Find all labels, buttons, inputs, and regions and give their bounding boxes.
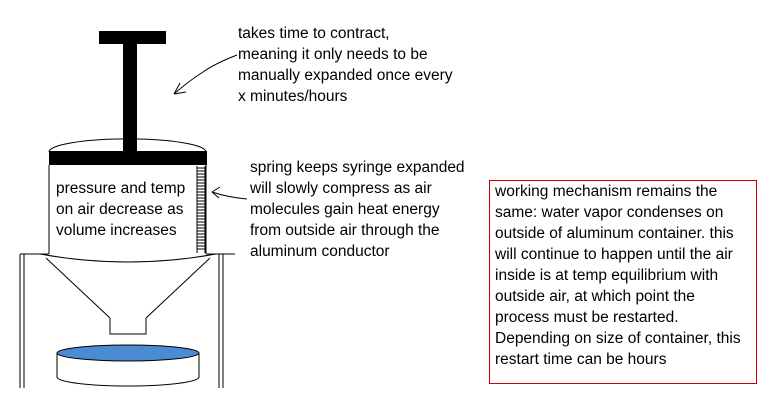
funnel bbox=[45, 257, 211, 335]
arrow-icon bbox=[211, 186, 248, 200]
stand bbox=[19, 253, 235, 388]
mechanism-note: working mechanism remains the same: wate… bbox=[489, 180, 757, 384]
pressure-note: pressure and temp on air decrease as vol… bbox=[56, 180, 186, 239]
collection-dish bbox=[56, 344, 200, 387]
arrow-icon bbox=[173, 54, 238, 95]
water-surface bbox=[56, 344, 200, 362]
contract-note: takes time to contract, meaning it only … bbox=[238, 25, 453, 105]
plunger-handle bbox=[99, 31, 166, 152]
aluminum-container bbox=[39, 165, 217, 263]
container-top-rim bbox=[48, 138, 207, 153]
spring-icon bbox=[196, 166, 206, 253]
spring-note: spring keeps syringe expanded will slowl… bbox=[250, 159, 465, 260]
plunger-disc bbox=[49, 151, 207, 165]
